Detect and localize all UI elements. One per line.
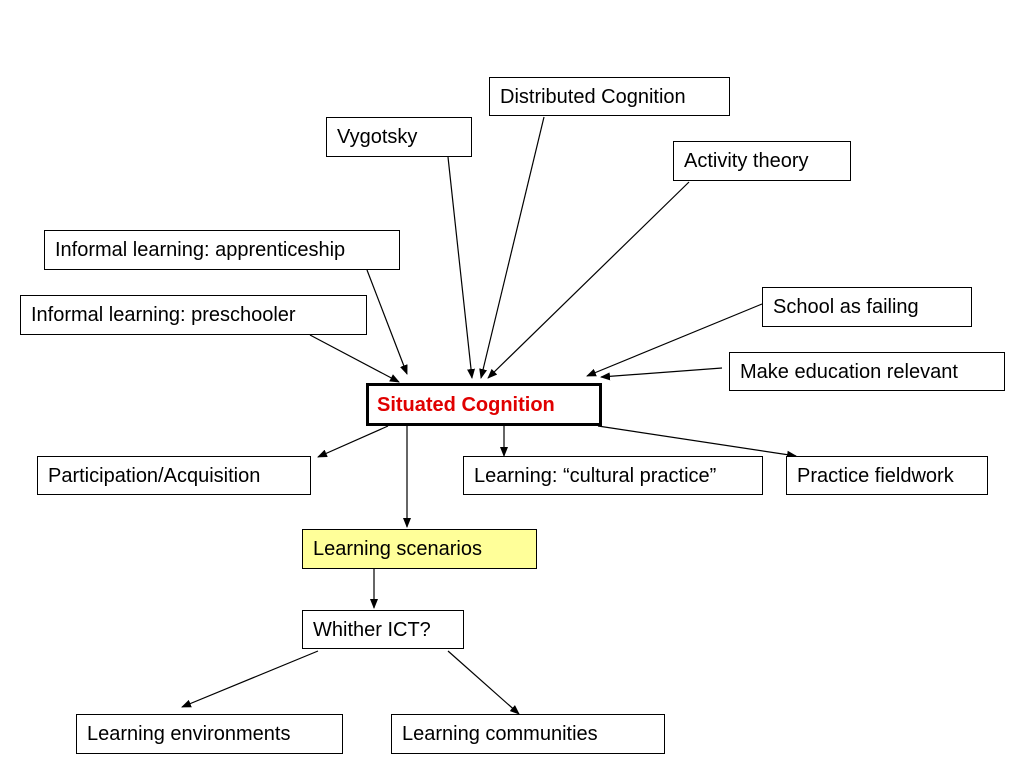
arrow-informal-preschooler-to-situated-cognition (309, 334, 400, 383)
node-informal-learning-apprenticeship: Informal learning: apprenticeship (44, 230, 400, 270)
node-activity-theory: Activity theory (673, 141, 851, 181)
arrow-informal-apprenticeship-to-situated-cognition (366, 269, 408, 375)
node-whither-ict: Whither ICT? (302, 610, 464, 649)
arrow-situated-cognition-to-practice-fieldwork (597, 425, 797, 459)
node-learning-scenarios: Learning scenarios (302, 529, 537, 569)
node-participation-acquisition: Participation/Acquisition (37, 456, 311, 495)
arrow-situated-cognition-to-participation-acquisition (317, 425, 389, 458)
arrow-school-as-failing-to-situated-cognition (586, 303, 763, 377)
node-make-education-relevant: Make education relevant (729, 352, 1005, 391)
node-situated-cognition: Situated Cognition (366, 383, 602, 426)
node-learning-environments: Learning environments (76, 714, 343, 754)
arrow-whither-ict-to-learning-environments (181, 650, 319, 708)
node-distributed-cognition: Distributed Cognition (489, 77, 730, 116)
node-learning-cultural-practice: Learning: “cultural practice” (463, 456, 763, 495)
node-school-as-failing: School as failing (762, 287, 972, 327)
arrow-vygotsky-to-situated-cognition (447, 156, 476, 379)
arrow-make-education-relevant-to-situated-cognition (600, 367, 723, 381)
node-practice-fieldwork: Practice fieldwork (786, 456, 988, 495)
node-informal-learning-preschooler: Informal learning: preschooler (20, 295, 367, 335)
node-learning-communities: Learning communities (391, 714, 665, 754)
arrow-activity-theory-to-situated-cognition (487, 181, 690, 379)
node-vygotsky: Vygotsky (326, 117, 472, 157)
arrow-whither-ict-to-learning-communities (447, 650, 520, 715)
arrow-distributed-cognition-to-situated-cognition (479, 116, 545, 379)
